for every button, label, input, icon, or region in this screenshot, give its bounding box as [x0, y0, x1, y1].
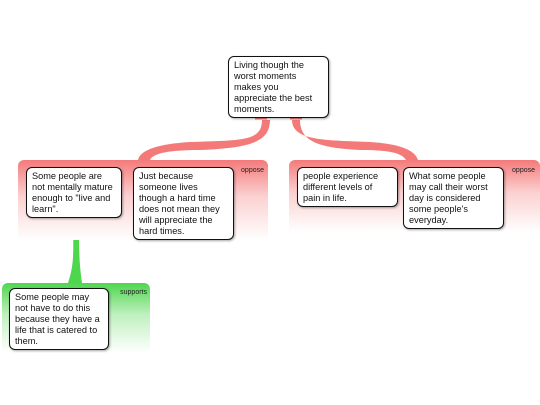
connector-tick-left — [255, 118, 267, 120]
connector-tick-right — [290, 118, 302, 120]
objection-node-hard-time[interactable]: Just because someone lives though a hard… — [133, 167, 234, 240]
objection-node-different-levels[interactable]: people experience different levels of pa… — [297, 167, 398, 207]
objection-node-not-mature[interactable]: Some people are not mentally mature enou… — [26, 167, 122, 218]
relation-label-oppose: oppose — [241, 167, 264, 174]
connector-root-to-left-oppose — [138, 120, 270, 160]
relation-label-supports: supports — [120, 289, 147, 296]
support-node-not-have-to[interactable]: Some people may not have to do this beca… — [9, 288, 109, 350]
root-claim-node[interactable]: Living though the worst moments makes yo… — [228, 56, 329, 118]
connector-root-to-right-oppose — [292, 120, 418, 160]
objection-node-worst-day[interactable]: What some people may call their worst da… — [403, 167, 504, 229]
relation-label-oppose: oppose — [512, 167, 535, 174]
